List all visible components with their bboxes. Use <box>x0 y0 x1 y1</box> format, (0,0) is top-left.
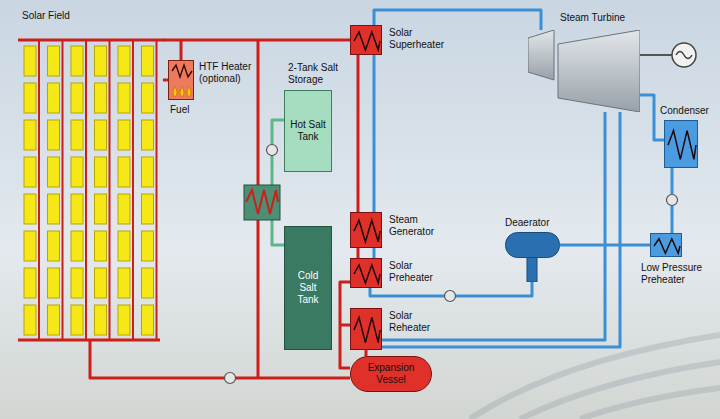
fuel-label: Fuel <box>170 104 204 116</box>
exchanger-coil <box>654 239 680 253</box>
trough-mirror <box>520 362 720 419</box>
collector-field: Solar Field <box>18 32 163 340</box>
pipe-connector <box>373 55 376 212</box>
generator-wave <box>676 52 692 59</box>
node-label: HTF Heater (optional) <box>199 61 255 85</box>
pipe-connector <box>373 248 376 258</box>
pipe-connector <box>357 248 360 258</box>
pipe-connector <box>340 282 350 368</box>
zig-symbol <box>351 309 383 351</box>
exchanger-coil <box>354 317 380 342</box>
free-text: Fuel <box>170 104 204 116</box>
node-label: Steam Turbine <box>560 12 650 24</box>
steam-turbine: Steam Turbine <box>528 30 640 112</box>
pipe-connector <box>640 95 664 140</box>
exchanger-coil <box>354 265 380 283</box>
flame-symbol <box>180 87 184 97</box>
zig-symbol <box>651 234 683 258</box>
exchanger-coil <box>354 32 380 50</box>
deaerator-drum <box>506 233 560 258</box>
zig-symbol <box>351 213 383 249</box>
exchanger-coil <box>246 190 278 214</box>
deaerator-stem <box>527 254 537 282</box>
pipe-connector <box>357 55 360 212</box>
hot-salt-tank: Hot Salt Tank <box>284 90 332 172</box>
collector-row <box>95 40 110 340</box>
exchanger-coil <box>668 131 696 160</box>
collector-row <box>118 40 133 340</box>
reheater-box: Solar Reheater <box>350 308 382 350</box>
salt-heat-exchanger <box>244 185 280 220</box>
htf-header <box>18 39 164 42</box>
turbine-shaft <box>640 54 672 56</box>
node-text: Expansion Vessel <box>354 362 428 386</box>
steam-generator-box: Steam Generator <box>350 212 382 248</box>
node-label: Solar Reheater <box>389 310 451 334</box>
node-text: Solar Field <box>22 10 112 22</box>
node-label: Condenser <box>660 105 714 117</box>
node-text: Condenser <box>660 105 714 117</box>
pump-symbol <box>667 195 678 206</box>
node-text: Deaerator <box>505 217 567 229</box>
node-text: Solar Superheater <box>389 27 451 51</box>
node-text: Solar Preheater <box>389 260 451 284</box>
preheater-box: Solar Preheater <box>350 258 382 288</box>
zig-symbol <box>351 26 383 56</box>
heater-coil <box>172 65 192 77</box>
node-label: Deaerator <box>505 217 567 229</box>
pipe-connector <box>163 39 350 42</box>
node-text: Hot Salt Tank <box>288 119 328 143</box>
node-label: Steam Generator <box>389 214 451 238</box>
node-label: Solar Preheater <box>389 260 451 284</box>
pump-symbol <box>225 373 236 384</box>
pipe-connector <box>382 112 605 340</box>
pipe-connector <box>382 112 620 347</box>
heater-symbol <box>169 61 195 101</box>
node-text: Steam Turbine <box>560 12 650 24</box>
storage-label: 2-Tank Salt Storage <box>288 62 352 86</box>
node-label: Solar Field <box>22 10 112 22</box>
generator-symbol <box>672 43 696 67</box>
collector-row <box>71 40 86 340</box>
node-text: Solar Reheater <box>389 310 451 334</box>
lp-preheater-box: Low Pressure Preheater <box>650 233 682 257</box>
node-label: Solar Superheater <box>389 27 451 51</box>
lp-turbine <box>558 30 640 112</box>
zig-symbol <box>351 259 383 289</box>
collector-row <box>48 40 63 340</box>
zig-symbol <box>665 121 699 169</box>
expansion-vessel: Expansion Vessel <box>350 356 432 392</box>
hp-turbine <box>528 30 554 80</box>
pipe-connector <box>272 120 284 245</box>
superheater-box: Solar Superheater <box>350 25 382 55</box>
turbine-symbol <box>528 30 640 112</box>
flame-symbol <box>187 87 191 97</box>
node-text: Cold Salt Tank <box>288 270 328 306</box>
cold-salt-tank: Cold Salt Tank <box>284 226 332 350</box>
pump-symbol <box>267 145 278 156</box>
collector-row <box>142 40 157 340</box>
deaerator: Deaerator <box>505 232 560 282</box>
htf-pipe <box>180 40 183 60</box>
htf-heater: HTF Heater (optional) <box>168 60 194 100</box>
node-text: Steam Generator <box>389 214 451 238</box>
pump-symbol <box>445 291 456 302</box>
exchanger-coil <box>354 220 380 242</box>
flame-symbol <box>173 87 177 97</box>
node-label: Low Pressure Preheater <box>641 262 711 286</box>
deaerator-symbol <box>505 232 560 282</box>
condenser-box: Condenser <box>664 120 698 168</box>
collector-row <box>24 40 39 340</box>
node-text: Low Pressure Preheater <box>641 262 711 286</box>
node-text: HTF Heater (optional) <box>199 61 255 85</box>
free-text: 2-Tank Salt Storage <box>288 62 352 86</box>
trough-mirror <box>580 388 720 419</box>
